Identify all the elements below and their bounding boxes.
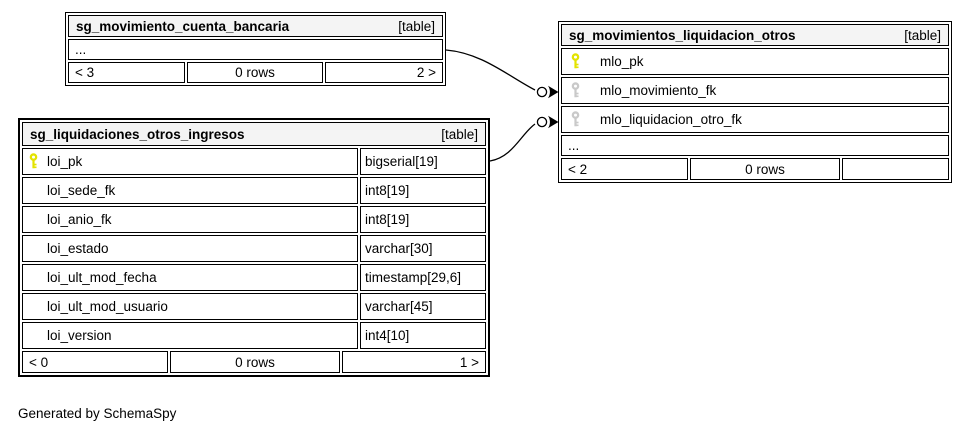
children-count <box>842 158 949 180</box>
column-row: loi_anio_fk int8[19] <box>22 206 486 233</box>
row-count: 0 rows <box>690 158 840 180</box>
row-count: 0 rows <box>187 62 323 83</box>
column-name: loi_ult_mod_usuario <box>47 299 168 314</box>
column-type: timestamp[29,6] <box>360 264 486 291</box>
table-sg-movimientos-liquidacion-otros[interactable]: sg_movimientos_liquidacion_otros [table]… <box>558 21 952 183</box>
table-name: sg_movimientos_liquidacion_otros <box>569 27 796 43</box>
zero-cardinality-icon <box>536 116 548 128</box>
table-name: sg_movimiento_cuenta_bancaria <box>76 18 290 34</box>
column-type: int8[19] <box>360 177 486 204</box>
foreign-key-icon <box>571 82 580 98</box>
column-name: loi_sede_fk <box>47 183 116 198</box>
children-count: 1 > <box>342 351 486 373</box>
column-row: loi_sede_fk int8[19] <box>22 177 486 204</box>
column-row: mlo_pk <box>561 48 949 75</box>
column-type: int8[19] <box>360 206 486 233</box>
column-row: loi_estado varchar[30] <box>22 235 486 262</box>
table-header[interactable]: sg_liquidaciones_otros_ingresos [table] <box>22 122 486 146</box>
column-row: loi_version int4[10] <box>22 322 486 349</box>
table-name: sg_liquidaciones_otros_ingresos <box>30 126 245 142</box>
table-sg-movimiento-cuenta-bancaria[interactable]: sg_movimiento_cuenta_bancaria [table] ..… <box>65 12 446 86</box>
column-row: loi_pk bigserial[19] <box>22 148 486 175</box>
parents-count: < 3 <box>68 62 185 83</box>
column-row: loi_ult_mod_usuario varchar[45] <box>22 293 486 320</box>
column-type: varchar[45] <box>360 293 486 320</box>
foreign-key-icon <box>571 111 580 127</box>
collapsed-columns-row: ... <box>68 39 443 60</box>
zero-cardinality-icon <box>536 86 548 98</box>
children-count: 2 > <box>325 62 443 83</box>
column-name: loi_anio_fk <box>47 212 112 227</box>
table-type-badge: [table] <box>441 126 478 142</box>
table-footer: < 2 0 rows <box>561 158 949 180</box>
column-type: int4[10] <box>360 322 486 349</box>
parents-count: < 2 <box>561 158 688 180</box>
primary-key-icon <box>571 53 580 69</box>
table-header[interactable]: sg_movimiento_cuenta_bancaria [table] <box>68 15 443 37</box>
column-name: loi_pk <box>47 154 83 169</box>
table-sg-liquidaciones-otros-ingresos[interactable]: sg_liquidaciones_otros_ingresos [table] … <box>18 118 490 377</box>
column-row: mlo_movimiento_fk <box>561 77 949 104</box>
table-footer: < 3 0 rows 2 > <box>68 62 443 83</box>
column-name: mlo_liquidacion_otro_fk <box>600 112 742 127</box>
table-type-badge: [table] <box>398 18 435 34</box>
relationship-movimiento <box>445 49 559 99</box>
parents-count: < 0 <box>22 351 168 373</box>
table-type-badge: [table] <box>904 27 941 43</box>
column-row: mlo_liquidacion_otro_fk <box>561 106 949 133</box>
column-type: varchar[30] <box>360 235 486 262</box>
table-footer: < 0 0 rows 1 > <box>22 351 486 373</box>
column-type: bigserial[19] <box>360 148 486 175</box>
primary-key-icon <box>29 153 38 169</box>
column-name: mlo_movimiento_fk <box>600 83 717 98</box>
column-name: loi_ult_mod_fecha <box>47 270 157 285</box>
table-header[interactable]: sg_movimientos_liquidacion_otros [table] <box>561 24 949 46</box>
generator-credit: Generated by SchemaSpy <box>18 406 177 421</box>
column-name: mlo_pk <box>600 54 644 69</box>
relationship-liquidacion-otro <box>489 115 559 162</box>
column-row: loi_ult_mod_fecha timestamp[29,6] <box>22 264 486 291</box>
arrowhead-icon <box>548 85 559 99</box>
arrowhead-icon <box>548 115 559 129</box>
column-name: loi_version <box>47 328 112 343</box>
collapsed-columns-row: ... <box>561 135 949 156</box>
row-count: 0 rows <box>170 351 340 373</box>
column-name: loi_estado <box>47 241 109 256</box>
